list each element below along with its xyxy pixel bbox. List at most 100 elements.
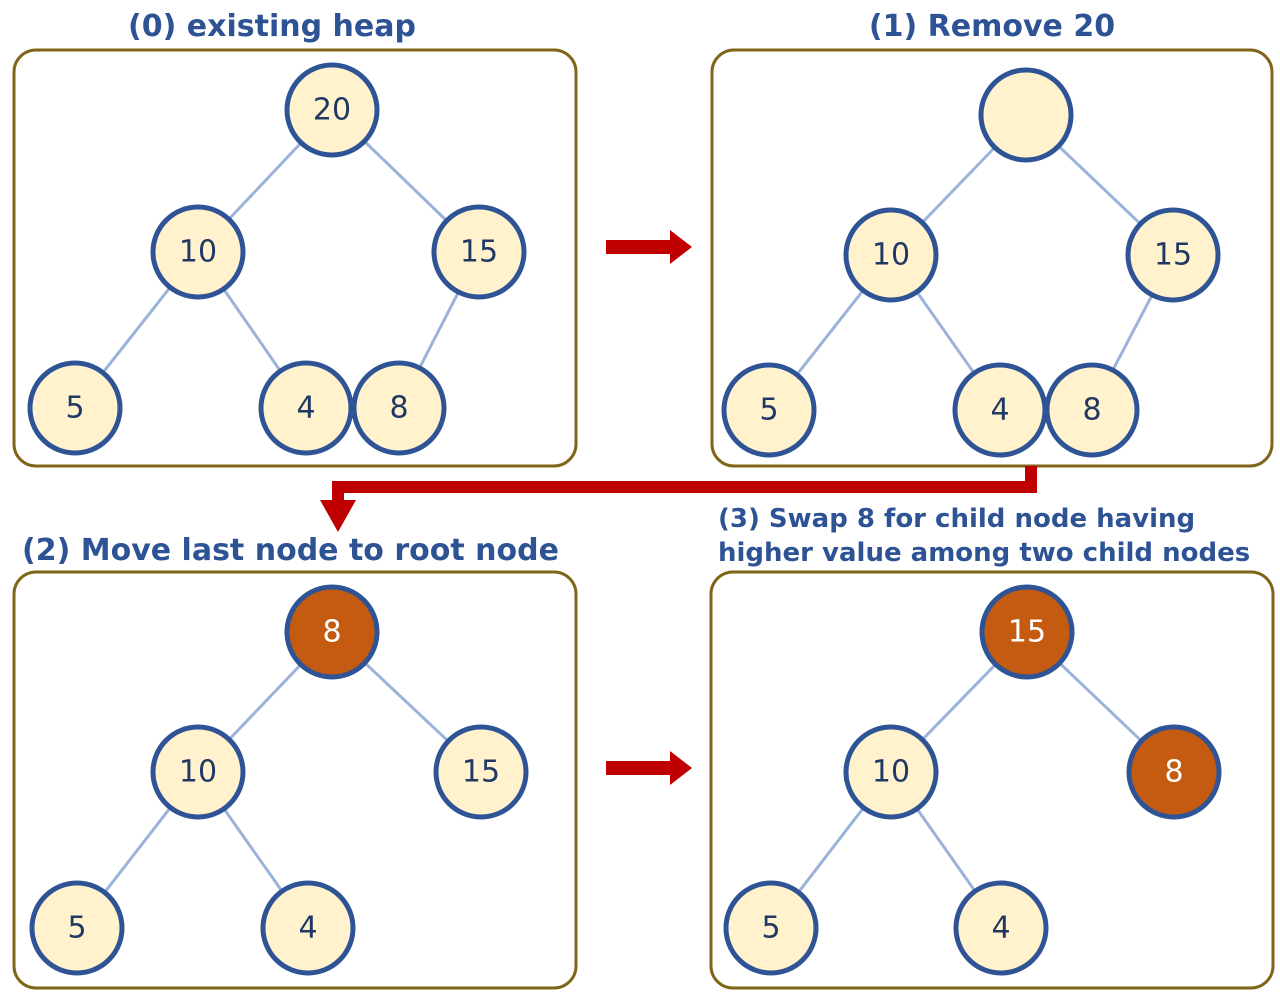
node-label: 15 [460,235,498,270]
node-circle [843,724,939,820]
node-circle [723,880,819,976]
node-circle [1125,207,1221,303]
heap-node-lr: 4 [952,362,1048,458]
heap-node-ll: 5 [723,880,819,976]
node-label: 5 [761,911,780,946]
node-circle [27,360,123,456]
heap-node-right: 15 [1125,207,1221,303]
node-circle [979,584,1075,680]
panel-1-frame [710,48,1274,468]
node-circle [29,880,125,976]
node-label: 8 [1164,755,1183,790]
edge-root-left [227,141,303,221]
heap-node-lr: 4 [258,360,354,456]
heap-node-lr: 4 [260,880,356,976]
node-circle [978,67,1074,163]
panel-1-tree: 10 15 5 4 8 [721,67,1221,458]
panel-3-title-line-1: (3) Swap 8 for child node having [718,504,1195,534]
node-circle [843,207,939,303]
edge-right-rl [1111,294,1154,371]
edge-left-lr [915,290,976,375]
panel-1-title: (1) Remove 20 [869,9,1115,44]
node-label: 4 [298,911,317,946]
arrow-right-top [606,230,692,264]
panel-3: (3) Swap 8 for child node having higher … [709,504,1275,990]
node-circle [721,362,817,458]
edge-root-right [363,140,448,222]
node-circle [284,62,380,158]
panel-3-title-line-2: higher value among two child nodes [718,538,1250,568]
panel-1: (1) Remove 20 10 15 5 4 8 [710,9,1274,468]
heap-node-lr: 4 [953,880,1049,976]
arrow-down-connector [320,466,1037,532]
panel-0: (0) existing heap 20 10 15 5 4 8 [12,9,578,468]
heap-node-left: 10 [150,724,246,820]
panel-3-tree: 15 10 8 5 4 [723,584,1222,976]
node-circle [150,724,246,820]
heap-node-rl: 8 [351,360,447,456]
panel-2-frame [12,570,578,990]
heap-node-root [978,67,1074,163]
edge-root-left [228,663,302,741]
arrow-right-bottom [606,751,692,785]
heap-node-ll: 5 [721,362,817,458]
heap-node-left: 10 [150,204,246,300]
panel-3-frame [709,570,1275,990]
heap-node-root: 8 [284,584,380,680]
heap-node-ll: 5 [29,880,125,976]
heap-node-ll: 5 [27,360,123,456]
node-circle [258,360,354,456]
node-label: 20 [313,93,351,128]
node-circle [433,724,529,820]
edge-root-right [1057,144,1142,226]
panel-0-frame [12,48,578,468]
heap-node-rl: 8 [1044,362,1140,458]
edge-root-left [921,663,997,741]
node-label: 10 [179,235,217,270]
edge-left-lr [222,288,282,372]
node-circle [431,204,527,300]
node-label: 10 [872,755,910,790]
node-label: 4 [296,391,315,426]
panel-2: (2) Move last node to root node 8 10 15 5 4 [12,533,578,990]
edge-left-ll [101,286,172,374]
node-label: 4 [990,393,1009,428]
heap-node-root: 20 [284,62,380,158]
node-label: 4 [991,911,1010,946]
node-circle [260,880,356,976]
node-label: 15 [462,755,500,790]
node-circle [953,880,1049,976]
edge-left-ll [797,806,865,894]
heap-node-left: 10 [843,207,939,303]
panel-0-title: (0) existing heap [128,9,416,44]
edge-left-ll [103,806,172,894]
node-circle [284,584,380,680]
panel-0-tree: 20 10 15 5 4 8 [27,62,527,456]
edge-left-lr [222,807,284,893]
heap-node-right: 15 [431,204,527,300]
node-label: 5 [65,391,84,426]
node-circle [1126,724,1222,820]
edge-root-right [363,661,450,743]
node-circle [351,360,447,456]
node-circle [150,204,246,300]
heap-node-right: 8 [1126,724,1222,820]
node-label: 10 [872,238,910,273]
node-label: 10 [179,755,217,790]
node-label: 8 [322,615,341,650]
node-label: 5 [67,911,86,946]
heap-node-root: 15 [979,584,1075,680]
node-label: 5 [759,393,778,428]
heap-node-left: 10 [843,724,939,820]
edge-left-lr [915,807,977,893]
edge-root-right [1058,661,1143,743]
node-label: 8 [389,391,408,426]
node-label: 8 [1082,393,1101,428]
node-label: 15 [1008,615,1046,650]
panel-2-tree: 8 10 15 5 4 [29,584,529,976]
node-circle [1044,362,1140,458]
heap-node-right: 15 [433,724,529,820]
edge-root-left [921,146,996,224]
panel-2-title: (2) Move last node to root node [22,533,559,568]
